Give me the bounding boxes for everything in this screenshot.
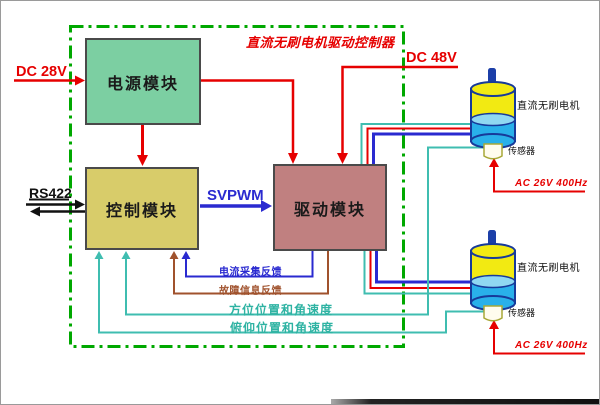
arrowhead-down bbox=[288, 153, 298, 164]
wire-fault-feedback bbox=[169, 251, 329, 295]
dc28v-label: DC 28V bbox=[16, 64, 67, 80]
wires-drive-to-motor1 bbox=[360, 123, 471, 164]
motor-1-graphic bbox=[470, 68, 516, 160]
arrowhead-up bbox=[489, 320, 499, 329]
power-module-label: 电源模块 bbox=[106, 75, 179, 93]
motor-2-graphic bbox=[470, 230, 516, 322]
wire-ac-supply-motor1 bbox=[489, 158, 585, 193]
wire-rs422 bbox=[26, 198, 85, 217]
arrowhead-right bbox=[75, 75, 85, 86]
wire-power-to-control bbox=[137, 125, 148, 166]
arrowhead-down bbox=[337, 153, 348, 164]
wire-ac-supply-motor2 bbox=[489, 320, 585, 355]
motor-sensor-block bbox=[483, 305, 503, 322]
wires-drive-to-motor2 bbox=[363, 251, 471, 295]
arrowhead-up bbox=[169, 251, 179, 259]
arrowhead-up bbox=[489, 158, 499, 167]
drive-module-label: 驱动模块 bbox=[293, 201, 366, 219]
control-module-label: 控制模块 bbox=[105, 202, 178, 220]
arrowhead-up bbox=[94, 251, 104, 259]
wire-current-feedback bbox=[181, 251, 314, 278]
controller-boundary-box bbox=[69, 25, 405, 348]
wire-dc48v-input bbox=[337, 65, 458, 164]
arrowhead-right bbox=[75, 199, 85, 210]
arrowhead-down bbox=[137, 155, 148, 166]
motor-sensor-block bbox=[483, 143, 503, 160]
azimuth-feedback-label: 方位位置和角速度 bbox=[229, 303, 334, 317]
control-module-box: 控制模块 bbox=[85, 167, 199, 250]
arrowhead-up bbox=[121, 251, 131, 259]
motor1-supply-label: AC 26V 400Hz bbox=[515, 178, 588, 189]
power-module-box: 电源模块 bbox=[85, 38, 201, 125]
wire-pitch-feedback bbox=[94, 251, 485, 334]
arrowhead-right bbox=[261, 200, 272, 212]
bottom-edge-bar bbox=[331, 399, 599, 404]
arrowhead-up bbox=[181, 251, 191, 259]
diagram-title: 直流无刷电机驱动控制器 bbox=[246, 35, 395, 50]
arrowhead-left bbox=[30, 206, 40, 217]
wire-dc28v-input bbox=[14, 75, 85, 86]
rs422-label: RS422 bbox=[29, 185, 72, 201]
motor2-name-label: 直流无刷电机 bbox=[517, 263, 580, 274]
fault-feedback-label: 故障信息反馈 bbox=[219, 286, 282, 297]
motor1-sensor-label: 传感器 bbox=[508, 146, 536, 156]
motor1-name-label: 直流无刷电机 bbox=[517, 101, 580, 112]
pitch-feedback-label: 俯仰位置和角速度 bbox=[230, 321, 335, 335]
wire-azimuth-feedback bbox=[121, 146, 485, 316]
motor2-sensor-label: 传感器 bbox=[508, 308, 536, 318]
wire-svpwm bbox=[200, 200, 272, 212]
dc48v-label: DC 48V bbox=[406, 50, 457, 66]
wire-power-to-drive bbox=[200, 79, 298, 164]
svpwm-label: SVPWM bbox=[207, 187, 264, 204]
drive-module-box: 驱动模块 bbox=[273, 164, 387, 251]
motor2-supply-label: AC 26V 400Hz bbox=[515, 340, 588, 351]
current-feedback-label: 电流采集反馈 bbox=[219, 267, 282, 278]
